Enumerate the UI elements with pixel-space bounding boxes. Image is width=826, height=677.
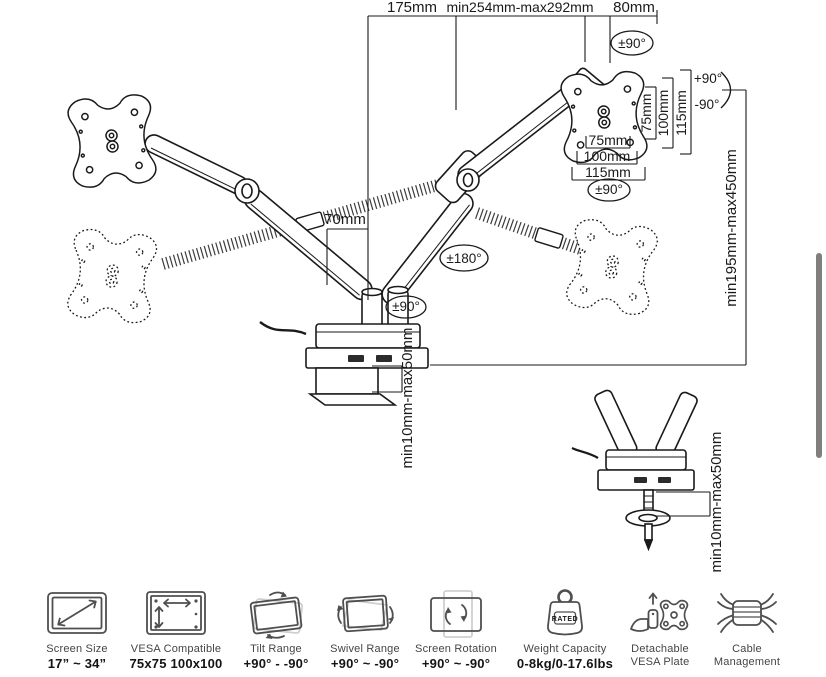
- spec-screen-rotation: Screen Rotation +90° ~ -90°: [400, 586, 512, 671]
- scrollbar-thumb[interactable]: [816, 253, 822, 458]
- spec-weight-capacity: RATED Weight Capacity 0-8kg/0-17.6lbs: [509, 586, 621, 671]
- svg-text:75mm: 75mm: [638, 94, 654, 133]
- dimension-lines: [326, 10, 747, 517]
- cable-management-icon: [691, 586, 803, 640]
- right-arm-ghost-position: [475, 207, 660, 318]
- dim-175mm: 175mm: [387, 0, 437, 16]
- spec-screen-size: Screen Size 17” ~ 34”: [21, 586, 133, 671]
- spec-label: Screen Size: [46, 643, 108, 655]
- svg-text:RATED: RATED: [552, 616, 579, 623]
- spec-cable-management: Cable Management: [691, 586, 803, 669]
- spec-value: +90° ~ -90°: [421, 656, 491, 671]
- vesa-compatible-icon: [120, 586, 232, 640]
- spec-detachable-vesa-plate: Detachable VESA Plate: [604, 586, 716, 669]
- dim-clamp-range: min10mm-max50mm: [399, 328, 416, 469]
- left-monitor-arm: [66, 92, 373, 301]
- dim-254-292mm: min254mm-max292mm: [446, 0, 593, 15]
- dim-grommet-range: min10mm-max50mm: [708, 432, 725, 573]
- screen-size-icon: [21, 586, 133, 640]
- desk-clamp-base: [259, 285, 429, 406]
- spec-value: VESA Plate: [630, 656, 690, 668]
- rotation-angle-callouts: ±90° ±90° ±180° ±90°: [385, 30, 654, 319]
- dim-height-range: min195mm-max450mm: [723, 149, 740, 307]
- spec-label: Swivel Range: [330, 643, 400, 655]
- detachable-vesa-plate-icon: [604, 586, 716, 640]
- spec-value: Management: [713, 656, 781, 668]
- spec-label: VESA Compatible: [130, 643, 222, 655]
- weight-capacity-icon: RATED: [509, 586, 621, 640]
- spec-value: 0-8kg/0-17.6lbs: [516, 656, 614, 671]
- spec-label: Detachable: [631, 643, 689, 655]
- dimension-labels: 175mm min254mm-max292mm 80mm 70mm min195…: [324, 0, 740, 572]
- grommet-mount-drawing: [571, 389, 698, 552]
- svg-text:±90°: ±90°: [392, 299, 420, 314]
- right-monitor-arm: [381, 67, 649, 305]
- svg-text:+90°: +90°: [694, 71, 722, 86]
- svg-text:-90°: -90°: [695, 97, 720, 112]
- svg-text:75mm: 75mm: [589, 132, 628, 148]
- svg-text:100mm: 100mm: [584, 148, 631, 164]
- dim-80mm: 80mm: [613, 0, 655, 16]
- svg-text:115mm: 115mm: [585, 164, 631, 180]
- spec-value: 17” ~ 34”: [47, 656, 107, 671]
- tilt-range-icon: [220, 586, 332, 640]
- svg-text:100mm: 100mm: [655, 90, 671, 137]
- svg-text:±180°: ±180°: [446, 251, 481, 266]
- swivel-range-icon: [309, 586, 421, 640]
- spec-vesa-compatible: VESA Compatible 75x75 100x100: [120, 586, 232, 671]
- spec-value: 75x75 100x100: [129, 656, 223, 671]
- spec-value: +90° - -90°: [243, 656, 309, 671]
- dim-70mm: 70mm: [324, 211, 366, 228]
- spec-swivel-range: Swivel Range +90° ~ -90°: [309, 586, 421, 671]
- spec-tilt-range: Tilt Range +90° - -90°: [220, 586, 332, 671]
- screen-rotation-icon: [400, 586, 512, 640]
- spec-label: Cable: [732, 643, 762, 655]
- spec-value: +90° ~ -90°: [330, 656, 400, 671]
- spec-label: Screen Rotation: [415, 643, 497, 655]
- monitor-arm-line-drawing: 175mm min254mm-max292mm 80mm 70mm min195…: [65, 0, 747, 572]
- spec-label: Weight Capacity: [523, 643, 607, 655]
- svg-text:±90°: ±90°: [618, 36, 646, 51]
- svg-text:±90°: ±90°: [595, 182, 623, 197]
- spec-label: Tilt Range: [250, 643, 302, 655]
- svg-text:115mm: 115mm: [673, 90, 689, 136]
